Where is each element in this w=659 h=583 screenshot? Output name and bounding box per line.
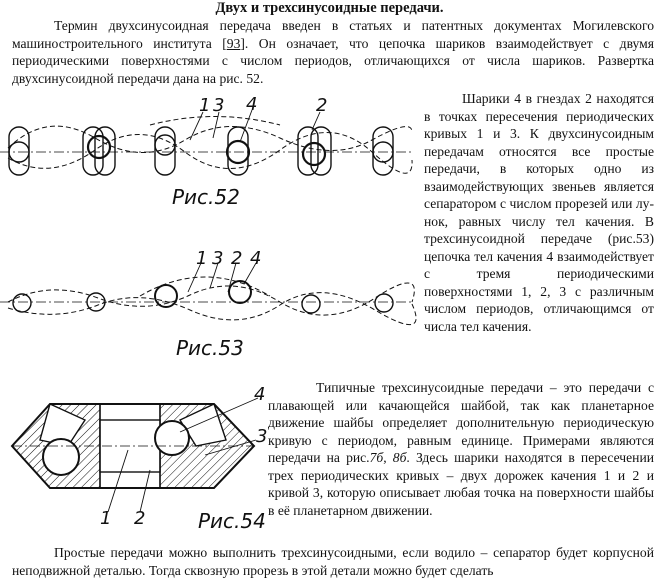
fig53-ball-6 bbox=[374, 293, 394, 313]
fig54-left-wedge bbox=[39, 403, 87, 447]
fig52-leader-2 bbox=[311, 111, 321, 131]
fig52-drawing bbox=[0, 109, 413, 176]
fig54-right-wedge bbox=[178, 403, 227, 447]
fig53-label-2: 2 bbox=[231, 248, 242, 269]
fig54-label-3: 3 bbox=[256, 426, 267, 447]
paragraph-intro: Термин двухсинусоидная передача введен в… bbox=[12, 17, 654, 87]
fig52-slot-6 bbox=[372, 126, 394, 176]
fig52-curve-arc bbox=[149, 116, 281, 126]
paragraph-simple: Простые передачи можно выполнить трехсин… bbox=[12, 544, 654, 579]
fig54-ball-left bbox=[42, 438, 80, 476]
fig53-label-4: 4 bbox=[250, 248, 261, 269]
fig54-leader-1 bbox=[107, 449, 129, 513]
fig52-curve-3 bbox=[7, 132, 413, 174]
fig53-label-1: 1 bbox=[196, 248, 207, 269]
fig53-leader-4 bbox=[243, 262, 257, 285]
paragraph-balls-text: Шарики 4 в гнездах 2 нахо­дятся в точках… bbox=[424, 91, 654, 334]
fig52-slot-5 bbox=[297, 126, 332, 176]
fig52-label-1: 1 bbox=[199, 95, 210, 116]
fig52-label-2: 2 bbox=[316, 95, 327, 116]
fig52-leader-4 bbox=[239, 109, 253, 143]
paragraph-intro-text-a: Термин двухсинусоидная передача введен в… bbox=[12, 18, 654, 51]
fig52-slot-4 bbox=[225, 126, 251, 176]
fig54-label-1: 1 bbox=[100, 508, 111, 529]
fig54-ball-right bbox=[154, 420, 190, 456]
fig53-ball-4 bbox=[228, 280, 252, 304]
fig52-label-3: 3 bbox=[213, 95, 224, 116]
fig52-slot-2 bbox=[82, 126, 116, 176]
fig53-leader-2 bbox=[227, 262, 237, 293]
fig52-slot-1 bbox=[8, 126, 30, 176]
fig53-ball-3 bbox=[154, 284, 178, 308]
fig54-drawing bbox=[10, 397, 259, 513]
fig53-curve-1 bbox=[7, 282, 415, 316]
fig54-caption: Рис.54 bbox=[198, 509, 266, 533]
page-title: Двух и трехсинусоидные передачи. bbox=[215, 0, 444, 16]
fig52-slot-3 bbox=[154, 126, 176, 176]
fig53-curve-3 bbox=[139, 276, 271, 297]
paragraph-typical-text-a: Типичные трехсинусоидные передачи – это … bbox=[268, 380, 654, 465]
fig54-leader-3 bbox=[204, 439, 257, 456]
fig53-label-3: 3 bbox=[212, 248, 223, 269]
fig52-caption: Рис.52 bbox=[172, 185, 240, 209]
paragraph-intro-text-b: ]. Он означает, что цепочка шариков взаи… bbox=[12, 35, 654, 86]
figure-ref-7b: 7б bbox=[369, 450, 384, 465]
fig53-curve-2 bbox=[7, 292, 417, 325]
fig54-label-2: 2 bbox=[134, 508, 145, 529]
fig54-leader-2 bbox=[139, 469, 151, 513]
paragraph-typical: Типичные трехсинусоидные передачи – это … bbox=[268, 379, 654, 519]
figure-ref-8b: 8б bbox=[392, 450, 407, 465]
fig54-left-body bbox=[11, 403, 101, 489]
fig53-caption: Рис.53 bbox=[176, 336, 244, 360]
fig52-label-4: 4 bbox=[246, 94, 257, 115]
fig53-ball-2 bbox=[86, 292, 106, 312]
fig52-leader-1 bbox=[189, 111, 204, 141]
fig53-leader-3 bbox=[209, 262, 219, 289]
paragraph-simple-text: Простые передачи можно выполнить трехсин… bbox=[12, 545, 654, 578]
fig53-ball-5 bbox=[301, 294, 321, 314]
fig54-outline bbox=[10, 403, 256, 489]
fig52-curve-1 bbox=[7, 125, 413, 153]
fig53-leader-1 bbox=[187, 262, 202, 293]
paragraph-balls: Шарики 4 в гнездах 2 нахо­дятся в точках… bbox=[424, 90, 654, 335]
figure-ref-sep: , bbox=[383, 450, 393, 465]
fig53-ball-1 bbox=[12, 293, 32, 313]
paragraph-typical-text-b: . Здесь шарики находятся в пересечении т… bbox=[268, 450, 655, 518]
fig54-label-4: 4 bbox=[254, 384, 265, 405]
fig52-leader-3 bbox=[212, 111, 220, 139]
fig53-drawing bbox=[0, 262, 417, 325]
fig54-washer bbox=[99, 419, 161, 473]
reference-link[interactable]: 93 bbox=[226, 35, 241, 51]
fig54-right-body bbox=[159, 403, 255, 489]
fig54-leader-4 bbox=[179, 397, 259, 433]
